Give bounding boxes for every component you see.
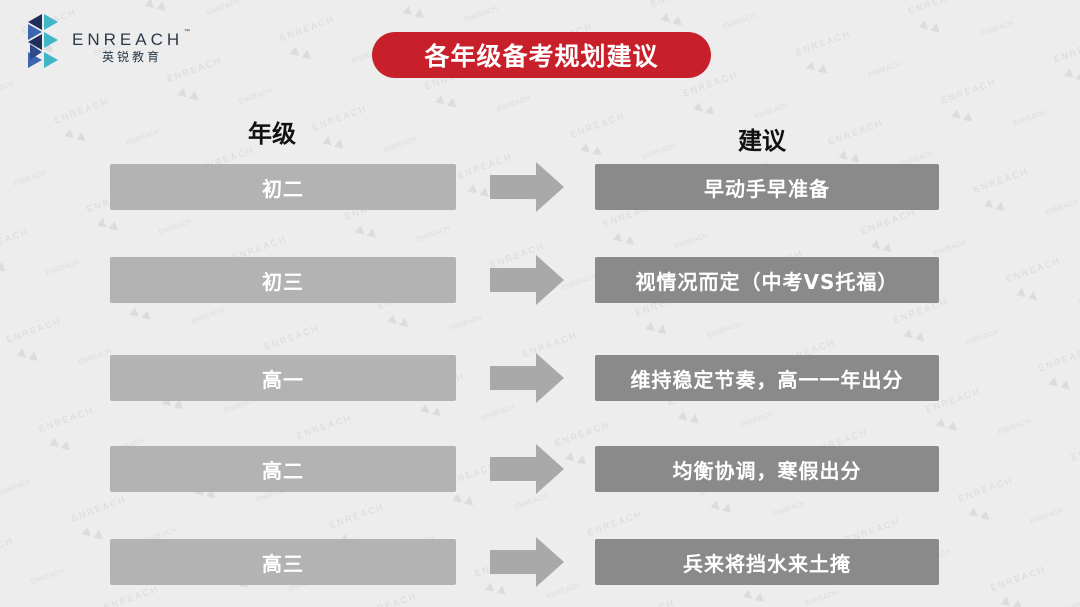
grade-column-header: 年级	[248, 120, 296, 148]
grade-box: 高三	[110, 539, 456, 585]
grade-box: 初二	[110, 164, 456, 210]
enreach-logo-icon	[28, 14, 58, 68]
brand-name: ENREACH	[72, 30, 184, 49]
arrow-right-icon	[490, 162, 564, 212]
advice-box: 均衡协调，寒假出分	[595, 446, 939, 492]
advice-column-header: 建议	[738, 127, 786, 155]
advice-box: 视情况而定（中考VS托福）	[595, 257, 939, 303]
arrow-right-icon	[490, 255, 564, 305]
grade-box: 高一	[110, 355, 456, 401]
arrow-right-icon	[490, 444, 564, 494]
arrow-right-icon	[490, 353, 564, 403]
advice-box: 早动手早准备	[595, 164, 939, 210]
advice-box: 兵来将挡水来土掩	[595, 539, 939, 585]
brand-trademark: ™	[184, 29, 190, 35]
advice-box: 维持稳定节奏，高一一年出分	[595, 355, 939, 401]
grade-box: 高二	[110, 446, 456, 492]
grade-box: 初三	[110, 257, 456, 303]
page-title: 各年级备考规划建议	[372, 32, 711, 78]
brand-subtitle: 英锐教育	[102, 50, 163, 64]
arrow-right-icon	[490, 537, 564, 587]
brand-logo: ENREACH ™ 英锐教育	[24, 12, 194, 68]
